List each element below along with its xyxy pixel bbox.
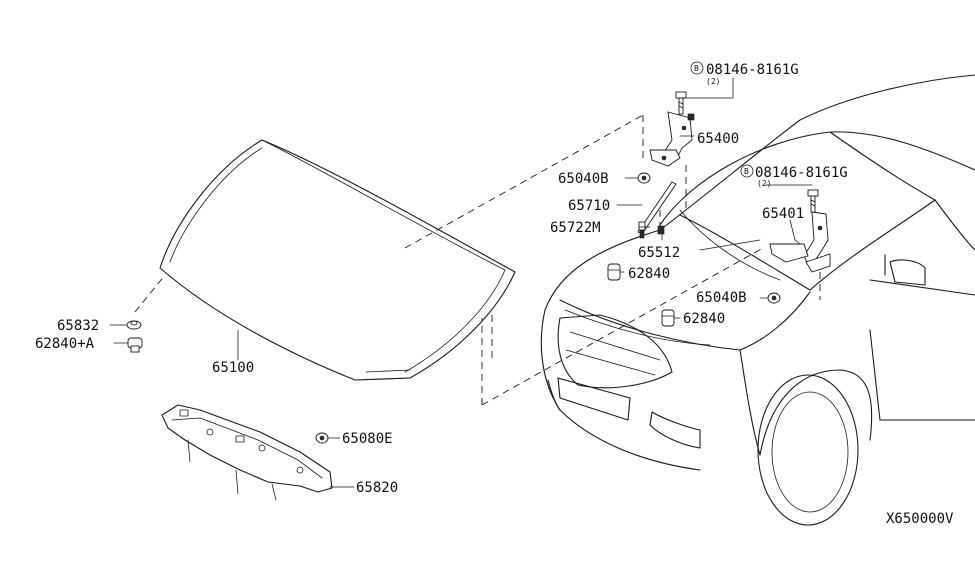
- svg-text:B: B: [694, 64, 699, 73]
- hinge-right[interactable]: [769, 211, 831, 273]
- label-hinge-right: 65401: [762, 206, 804, 222]
- label-bumper-b: 65040B: [696, 290, 747, 306]
- clip-62840a[interactable]: [127, 337, 143, 353]
- hinge-left[interactable]: [649, 111, 693, 167]
- label-hood: 65100: [212, 360, 254, 376]
- rod-clip[interactable]: [638, 221, 646, 239]
- label-rod-holder: 65512: [638, 245, 680, 261]
- label-bumper-rubber-a: 62840: [628, 266, 670, 282]
- label-insulator: 65820: [356, 480, 398, 496]
- label-bolt-right: 08146-8161G: [755, 165, 848, 181]
- label-grommet: 65832: [57, 318, 99, 334]
- marker-top: B: [690, 61, 704, 75]
- label-clip-a: 62840+A: [35, 336, 95, 352]
- clip-65080e[interactable]: [315, 432, 329, 444]
- label-bolt-right-qty: (2): [757, 179, 771, 188]
- rod-holder[interactable]: [657, 225, 665, 235]
- label-bumper-rubber-b: 62840: [683, 311, 725, 327]
- label-hinge-left: 65400: [697, 131, 739, 147]
- leader-lines-dashed: [134, 114, 821, 406]
- bumper-65040b-b[interactable]: [767, 292, 781, 304]
- bolt-screw-small: [687, 113, 695, 121]
- grommet[interactable]: [126, 320, 142, 330]
- bumper-rubber-a[interactable]: [607, 263, 621, 281]
- label-hood-rod: 65710: [568, 198, 610, 214]
- bumper-65040b-a[interactable]: [637, 172, 651, 184]
- hood-panel[interactable]: [159, 139, 516, 381]
- label-clip-e: 65080E: [342, 431, 393, 447]
- diagram-code: X650000V: [886, 511, 954, 527]
- bumper-rubber-b[interactable]: [661, 309, 675, 327]
- label-bumper-a: 65040B: [558, 171, 609, 187]
- bolt-right[interactable]: [807, 189, 819, 213]
- svg-text:B: B: [744, 167, 749, 176]
- bolt-top[interactable]: [675, 91, 687, 115]
- label-bolt-top-qty: (2): [706, 77, 720, 86]
- hood-insulator[interactable]: [161, 404, 333, 501]
- leader-lines: [109, 77, 813, 488]
- label-rod-clip: 65722M: [550, 220, 601, 236]
- marker-right: B: [740, 164, 754, 178]
- label-bolt-top: 08146-8161G: [706, 62, 799, 78]
- car-body: [540, 74, 975, 526]
